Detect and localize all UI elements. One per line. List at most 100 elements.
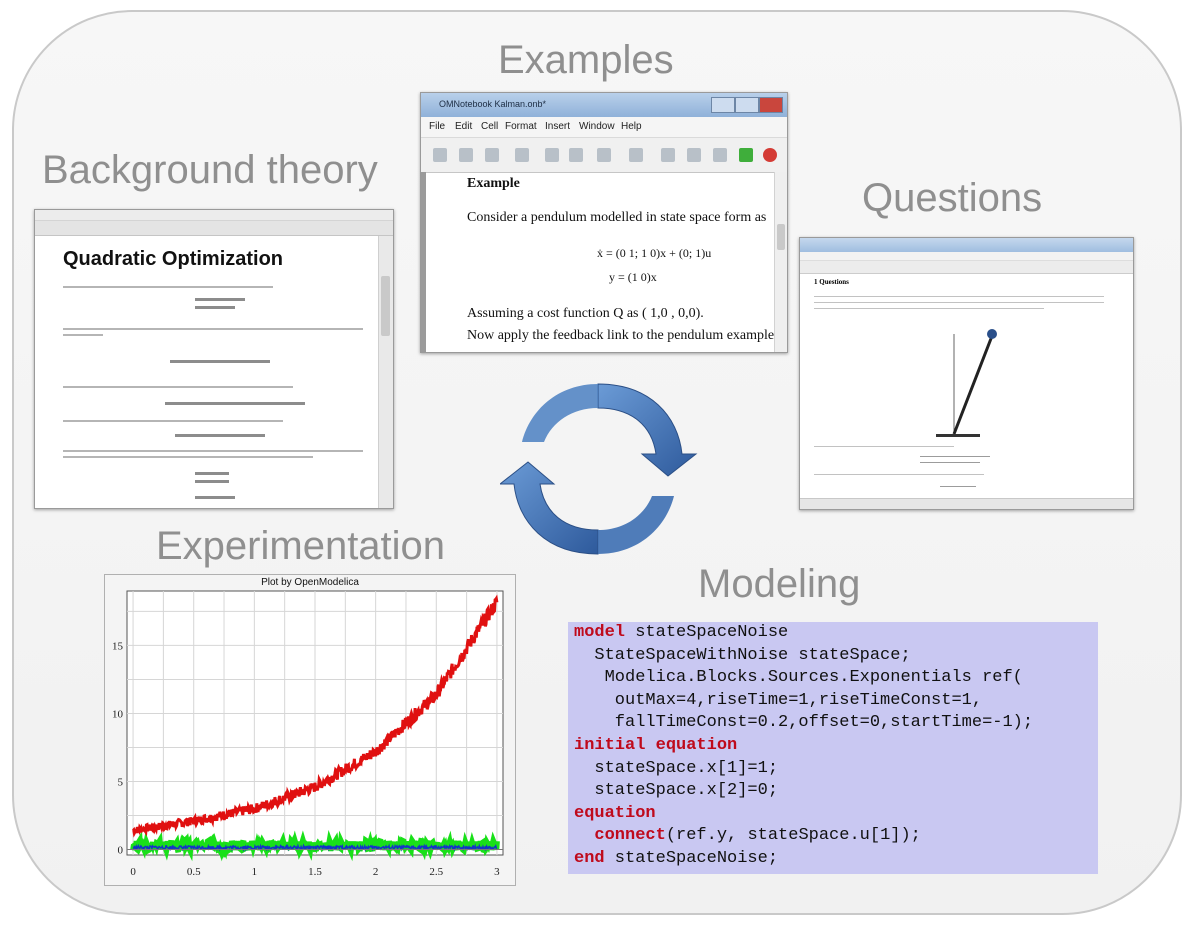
text-line [814, 446, 954, 447]
modelica-code: model stateSpaceNoise StateSpaceWithNois… [568, 622, 1098, 874]
x-tick-label: 1 [252, 866, 258, 878]
document-body: Quadratic Optimization [35, 236, 393, 508]
heading-examples: Examples [498, 38, 674, 82]
toolbar [421, 138, 787, 173]
equation-line [175, 434, 265, 437]
equation-line [195, 480, 229, 483]
menu-item-cell[interactable]: Cell [481, 121, 499, 132]
cycle-arrows-icon [500, 383, 698, 555]
text-line [63, 386, 293, 388]
code-text: stateSpaceNoise; [604, 848, 779, 868]
equation-line [170, 360, 270, 363]
x-tick-label: 2.5 [429, 866, 443, 878]
print-icon[interactable] [515, 148, 529, 162]
window-titlebar: OMNotebook Kalman.onb* [421, 93, 787, 117]
search-icon[interactable] [661, 148, 675, 162]
cycle-arrow-bottom [500, 461, 599, 555]
code-text: StateSpaceWithNoise stateSpace; [574, 645, 911, 665]
cut-icon[interactable] [597, 148, 611, 162]
toolbar [800, 261, 1133, 274]
window-titlebar [800, 238, 1133, 252]
redo-icon[interactable] [569, 148, 583, 162]
scroll-thumb[interactable] [777, 224, 785, 250]
cell-icon[interactable] [713, 148, 727, 162]
menu-bar [800, 252, 1133, 261]
check-icon[interactable] [739, 148, 753, 162]
document-title: Quadratic Optimization [63, 248, 284, 270]
vertical-scrollbar[interactable] [774, 172, 787, 352]
menu-item-help[interactable]: Help [621, 121, 642, 132]
cell-bracket [421, 172, 426, 352]
text-line [63, 456, 313, 458]
code-text: fallTimeConst=0.2,offset=0,startTime=-1)… [574, 713, 1034, 733]
text-line [63, 286, 273, 288]
undo-icon[interactable] [545, 148, 559, 162]
notebook-body: 1 Questions [800, 274, 1133, 503]
menu-item-window[interactable]: Window [579, 121, 615, 132]
window-title: OMNotebook Kalman.onb* [439, 99, 547, 109]
cycle-arrow-top [597, 383, 698, 477]
menu-item-file[interactable]: File [429, 121, 446, 132]
maximize-icon[interactable] [735, 97, 759, 113]
x-tick-label: 1.5 [308, 866, 322, 878]
code-keyword: end [574, 848, 605, 868]
code-text: (ref.y, stateSpace.u[1]); [665, 826, 921, 846]
menu-item-format[interactable]: Format [505, 121, 537, 132]
text-line [814, 474, 984, 475]
pendulum-cart [936, 434, 980, 437]
series-line [132, 594, 499, 838]
save-icon[interactable] [485, 148, 499, 162]
status-bar [800, 498, 1133, 509]
code-line: outMax=4,riseTime=1,riseTimeConst=1, [574, 690, 1098, 713]
code-keyword: equation [574, 803, 656, 823]
code-line: connect(ref.y, stateSpace.u[1]); [574, 825, 1098, 848]
minimize-icon[interactable] [711, 97, 735, 113]
menu-bar: File Edit Cell Format Insert Window Help [421, 117, 787, 138]
y-tick-label: 10 [112, 708, 124, 720]
y-tick-label: 0 [118, 845, 124, 857]
heading-experimentation: Experimentation [156, 524, 446, 568]
assumption-text: Assuming a cost function Q as ( 1,0 , 0,… [467, 306, 704, 321]
example-sentence: Consider a pendulum modelled in state sp… [467, 210, 767, 225]
plot-title: Plot by OpenModelica [261, 577, 359, 588]
cycle-arrow-right-arc [598, 496, 674, 554]
close-icon[interactable] [759, 97, 783, 113]
code-line: stateSpace.x[2]=0; [574, 780, 1098, 803]
vertical-scrollbar[interactable] [378, 236, 393, 508]
code-keyword: model [574, 623, 626, 642]
x-tick-label: 3 [494, 866, 500, 878]
open-icon[interactable] [459, 148, 473, 162]
stop-icon[interactable] [763, 148, 777, 162]
text-line [814, 302, 1104, 303]
equation-line [195, 298, 245, 301]
code-line: initial equation [574, 735, 1098, 758]
series-line [130, 829, 500, 862]
questions-heading: 1 Questions [814, 278, 849, 286]
text-line [63, 420, 283, 422]
scroll-thumb[interactable] [381, 276, 390, 336]
eval-icon[interactable] [687, 148, 701, 162]
questions-screenshot: 1 Questions [799, 237, 1134, 510]
code-line: equation [574, 803, 1098, 826]
menu-item-insert[interactable]: Insert [545, 121, 571, 132]
heading-background-theory: Background theory [42, 148, 378, 192]
state-equation: ẋ = (0 1; 1 0)x + (0; 1)u [597, 246, 712, 260]
code-line: fallTimeConst=0.2,offset=0,startTime=-1)… [574, 712, 1098, 735]
code-line: Modelica.Blocks.Sources.Exponentials ref… [574, 667, 1098, 690]
y-tick-label: 15 [112, 640, 124, 652]
code-text: stateSpace.x[1]=1; [574, 758, 779, 778]
menu-item-edit[interactable]: Edit [455, 121, 473, 132]
copy-icon[interactable] [629, 148, 643, 162]
equation-line [165, 402, 305, 405]
code-keyword: initial equation [574, 735, 738, 755]
x-tick-label: 0 [130, 866, 136, 878]
code-line: model stateSpaceNoise [574, 622, 1098, 645]
code-line: end stateSpaceNoise; [574, 848, 1098, 871]
cycle-arrow-left-arc [522, 384, 598, 442]
mini-menubar [35, 210, 393, 221]
new-icon[interactable] [433, 148, 447, 162]
code-text: stateSpaceNoise [625, 623, 789, 642]
y-tick-label: 5 [118, 777, 124, 789]
